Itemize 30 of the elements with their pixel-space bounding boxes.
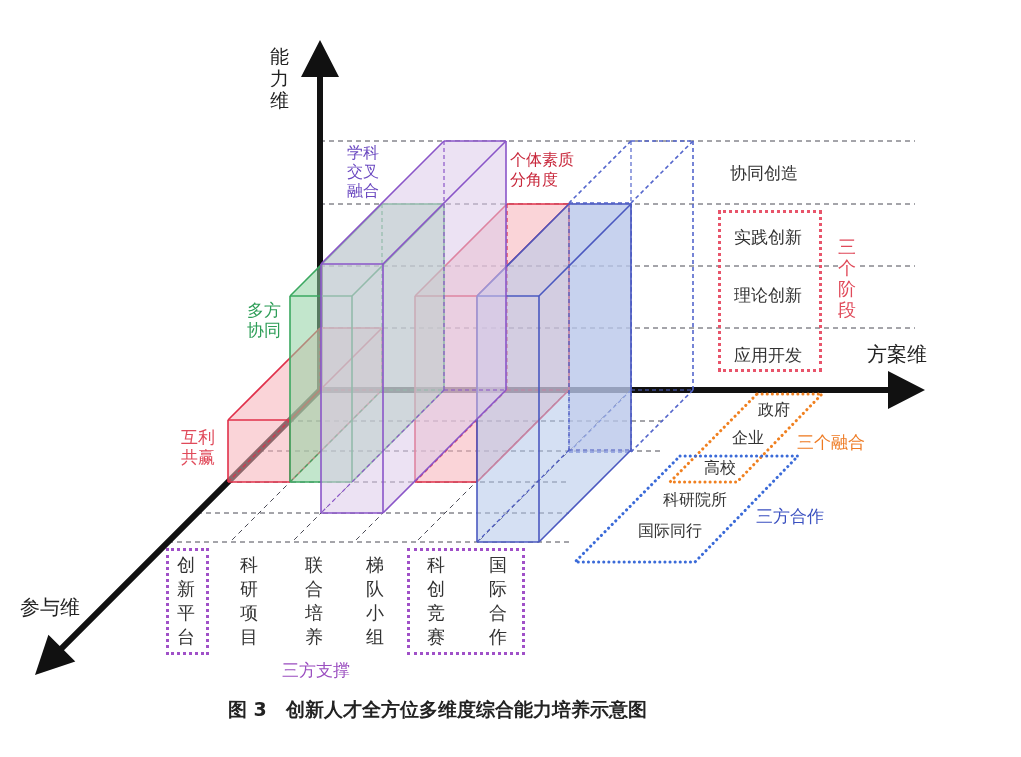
column-label: 国际合作 [489,553,508,649]
party-label: 政府 [758,400,790,419]
block-label: 互利共赢 [181,427,216,467]
axis-label: 参与维 [20,595,80,619]
column-label: 科研项目 [240,553,259,649]
party-label: 高校 [704,458,736,477]
dotted-frame [718,210,822,372]
axis-label: 能力维 [270,45,290,111]
axis-label: 方案维 [867,342,927,366]
block-label: 学科交叉融合 [347,143,380,200]
group-heading: 三方支撑 [282,660,350,680]
group-heading: 三方合作 [756,506,824,526]
block-label: 多方协同 [247,300,282,340]
figure-caption: 图 3 创新人才全方位多维度综合能力培养示意图 [228,698,647,721]
column-label: 科创竞赛 [427,553,446,649]
column-label: 创新平台 [177,553,196,649]
party-label: 科研院所 [663,490,727,509]
group-heading: 三个阶段 [838,236,857,320]
column-label: 联合培养 [305,553,324,649]
dotted-frame [407,548,525,655]
stage-label: 实践创新 [734,227,802,247]
stage-label: 理论创新 [734,285,802,305]
party-label: 企业 [732,428,764,447]
group-heading: 三个融合 [797,432,865,452]
column-label: 梯队小组 [366,553,385,649]
stage-label: 应用开发 [734,345,802,365]
dotted-frame [166,548,209,655]
block-label: 个体素质分角度 [510,150,575,190]
level-label: 协同创造 [730,163,798,183]
party-label: 国际同行 [638,521,702,540]
